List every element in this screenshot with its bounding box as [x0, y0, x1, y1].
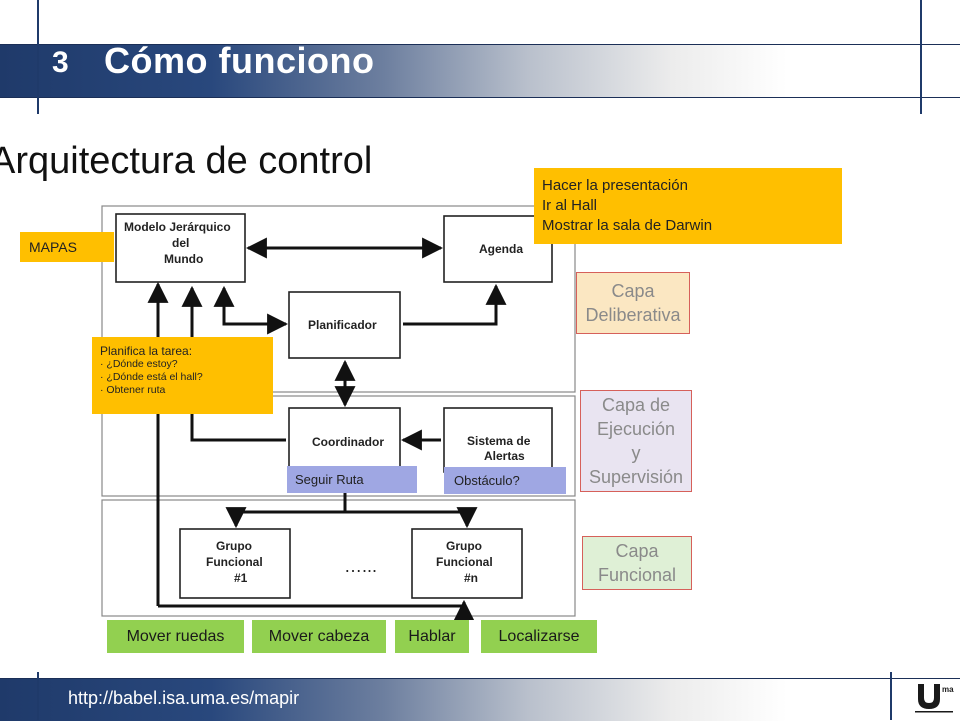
- header-left-rule: [37, 0, 39, 114]
- grupo1-label-line3: #1: [234, 571, 248, 585]
- obstaculo-tag: Obstáculo?: [444, 467, 566, 494]
- module-grupon-box: [411, 528, 523, 599]
- alertas-label-line2: Alertas: [484, 449, 525, 463]
- planifica-item: · Obtener ruta: [100, 384, 166, 396]
- footer-url-link[interactable]: http://babel.isa.uma.es/mapir: [68, 688, 300, 708]
- modelo-label-line1: Modelo Jerárquico: [124, 220, 231, 234]
- university-logo-svg: ma: [915, 684, 954, 713]
- module-planificador-box: [288, 291, 401, 359]
- grupon-label-line1: Grupo: [446, 539, 482, 553]
- action-mover-ruedas-button[interactable]: Mover ruedas: [107, 620, 244, 653]
- coordinador-label: Coordinador: [312, 435, 384, 449]
- planifica-title: Planifica la tarea:: [100, 344, 193, 358]
- planificador-label: Planificador: [308, 318, 377, 332]
- agenda-label: Agenda: [479, 242, 523, 256]
- grupo1-label-line2: Funcional: [206, 555, 263, 569]
- modelo-label-line3: Mundo: [164, 252, 203, 266]
- planifica-item: · ¿Dónde está el hall?: [100, 371, 203, 383]
- task-item: Hacer la presentación: [542, 177, 688, 194]
- action-localizarse-button[interactable]: Localizarse: [481, 620, 597, 653]
- header-bar: [0, 44, 960, 98]
- planifica-item: · ¿Dónde estoy?: [100, 358, 178, 370]
- grupo1-label-line1: Grupo: [216, 539, 252, 553]
- ellipsis-label: …...: [344, 556, 377, 576]
- planifica-note: Planifica la tarea: · ¿Dónde estoy? · ¿D…: [92, 337, 273, 414]
- arrow-agenda-planificador: [403, 283, 507, 326]
- action-hablar-button[interactable]: Hablar: [395, 620, 469, 653]
- footer-right-rule: [890, 672, 892, 720]
- grupon-label-line3: #n: [464, 571, 478, 585]
- tasks-note: Hacer la presentación Ir al Hall Mostrar…: [534, 168, 842, 244]
- footer-bar: [0, 678, 960, 721]
- task-item: Mostrar la sala de Darwin: [542, 217, 713, 234]
- alertas-label-line1: Sistema de: [467, 434, 531, 448]
- arrow-feedback-bottom: [158, 599, 475, 621]
- footer-left-rule: [37, 672, 39, 720]
- slide-title: Cómo funciono: [104, 40, 375, 81]
- layer-ejecucion-label: Capa de Ejecución y Supervisión: [580, 390, 692, 492]
- mapas-note: MAPAS: [20, 232, 114, 262]
- university-logo: ma: [912, 680, 956, 718]
- slide-subtitle: Arquitectura de control: [0, 140, 373, 182]
- grupon-label-line2: Funcional: [436, 555, 493, 569]
- modelo-label-line2: del: [172, 236, 189, 250]
- arrow-modelo-planificador: [213, 285, 289, 335]
- seguir-ruta-tag: Seguir Ruta: [287, 466, 417, 493]
- module-coordinador-box: [288, 407, 401, 473]
- task-item: Ir al Hall: [542, 197, 598, 214]
- svg-text:ma: ma: [942, 685, 954, 694]
- section-number: 3: [52, 46, 69, 79]
- module-alertas-box: [443, 407, 553, 473]
- module-grupo1-box: [179, 528, 291, 599]
- action-mover-cabeza-button[interactable]: Mover cabeza: [252, 620, 386, 653]
- module-modelo-box: [115, 213, 246, 283]
- header-right-rule: [920, 0, 922, 114]
